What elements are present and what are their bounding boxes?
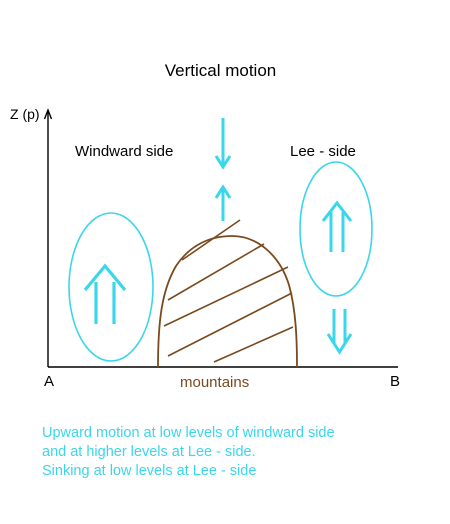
lee-sinking-arrow	[326, 309, 353, 355]
upper-downward-arrow	[214, 118, 232, 170]
mountain	[157, 235, 298, 368]
axis-start-label: A	[44, 373, 55, 390]
caption-line: Sinking at low levels at Lee - side	[42, 463, 257, 479]
caption: Upward motion at low levels of windward …	[42, 424, 335, 481]
mountains-label: mountains	[180, 374, 250, 391]
lee-side-label: Lee - side	[290, 143, 356, 160]
axis-end-label: B	[390, 373, 401, 390]
caption-line: and at higher levels at Lee - side.	[42, 444, 256, 460]
windward-side-label: Windward side	[75, 143, 174, 160]
windward-upward-ellipse	[68, 212, 154, 362]
y-axis-arrowhead	[43, 108, 53, 120]
diagram-title: Vertical motion	[164, 61, 277, 80]
mountain-hatching	[163, 219, 294, 363]
lee-upward-arrow	[321, 200, 353, 252]
windward-upward-arrow	[83, 263, 127, 324]
upward-arrow-above-mountain	[214, 184, 232, 221]
lee-upward-ellipse	[299, 161, 373, 297]
caption-line: Upward motion at low levels of windward …	[42, 425, 335, 441]
y-axis-label: Z (p)	[10, 106, 40, 122]
